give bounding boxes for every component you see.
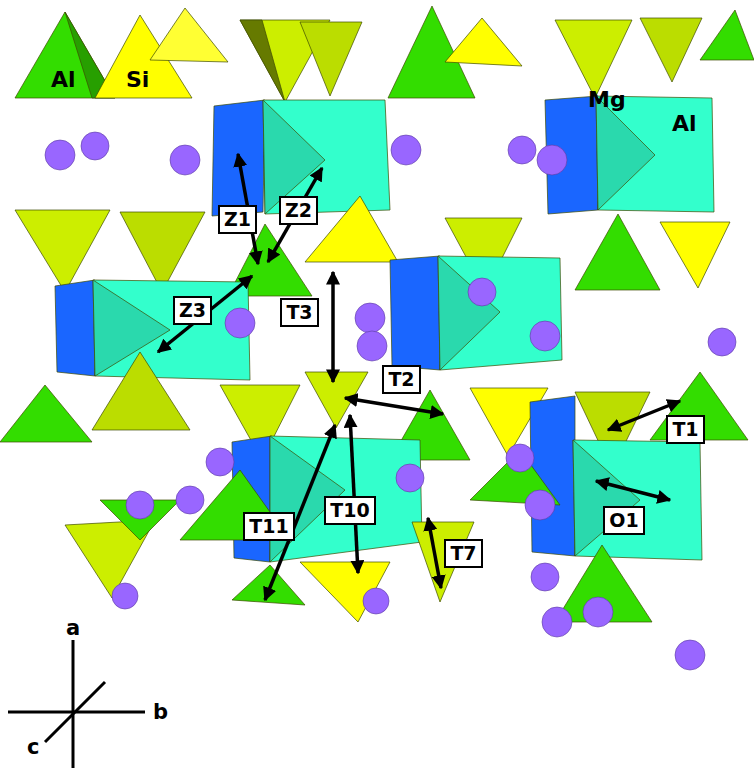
site-label: T1	[672, 420, 698, 439]
polyhedron-label: Al	[672, 113, 697, 135]
site-label: O1	[609, 511, 638, 530]
site-label-box: T3	[280, 298, 319, 327]
polyhedron-label: Mg	[588, 89, 626, 111]
site-label: T11	[249, 517, 288, 536]
site-label-box: T7	[444, 539, 483, 568]
site-label-box: Z1	[218, 205, 257, 234]
site-label-box: T1	[666, 415, 705, 444]
axis-label: b	[153, 702, 168, 723]
site-label: Z3	[179, 301, 206, 320]
site-label: T3	[286, 303, 312, 322]
site-label: T7	[450, 544, 476, 563]
polyhedron-label: Si	[126, 69, 149, 91]
axis-label: a	[66, 618, 80, 639]
axis-label: c	[27, 737, 39, 758]
site-label-box: T10	[324, 496, 376, 525]
site-label-box: Z2	[279, 196, 318, 225]
site-label-box: T2	[382, 365, 421, 394]
site-label-box: T11	[243, 512, 295, 541]
site-label: T2	[388, 370, 414, 389]
site-label-box: Z3	[173, 296, 212, 325]
site-label: Z2	[285, 201, 312, 220]
site-label: T10	[330, 501, 369, 520]
polyhedron-label: Al	[51, 69, 76, 91]
site-label: Z1	[224, 210, 251, 229]
axis-lines	[8, 640, 145, 768]
site-label-box: O1	[603, 506, 645, 535]
